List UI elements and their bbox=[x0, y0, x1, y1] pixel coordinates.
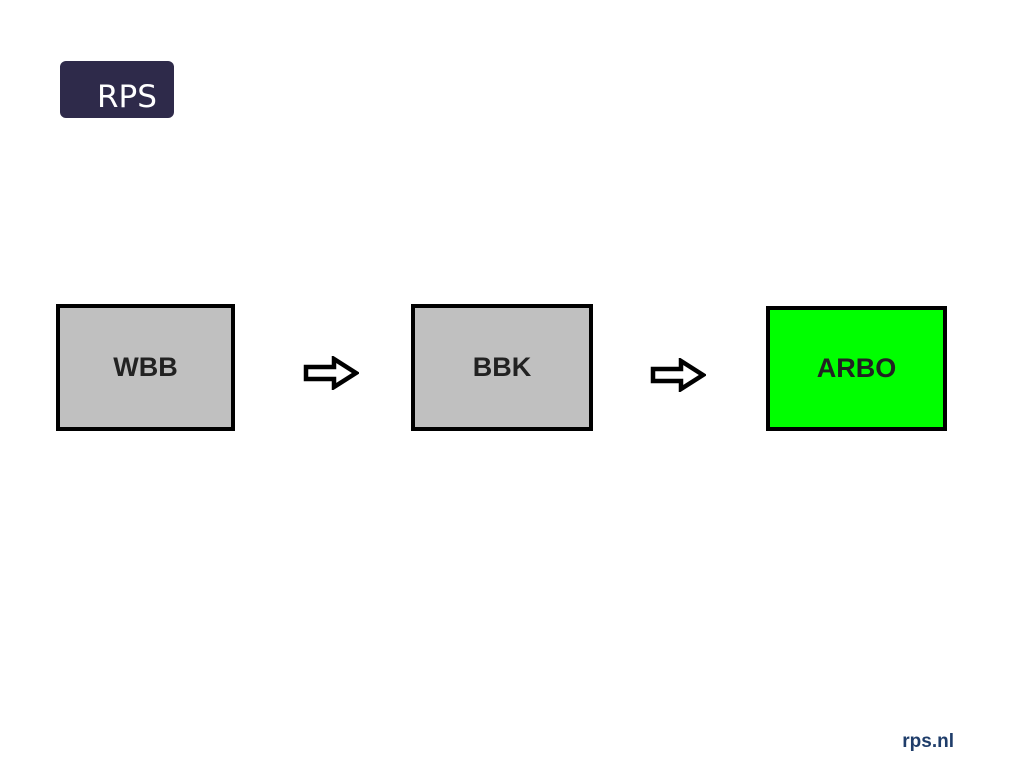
flow-step-arbo: ARBO bbox=[766, 306, 947, 431]
flow-step-label: BBK bbox=[472, 352, 532, 382]
flow-step-wbb: WBB bbox=[56, 304, 235, 431]
flow-step-label: ARBO bbox=[816, 353, 897, 383]
logo-text: RPS bbox=[97, 79, 157, 115]
right-arrow-icon bbox=[650, 358, 706, 392]
flow-step-label: WBB bbox=[113, 352, 178, 382]
footer-website-link[interactable]: rps.nl bbox=[902, 731, 954, 752]
flow-step-bbk: BBK bbox=[411, 304, 593, 431]
right-arrow-icon bbox=[303, 356, 359, 390]
rps-logo: RPS bbox=[60, 61, 174, 118]
